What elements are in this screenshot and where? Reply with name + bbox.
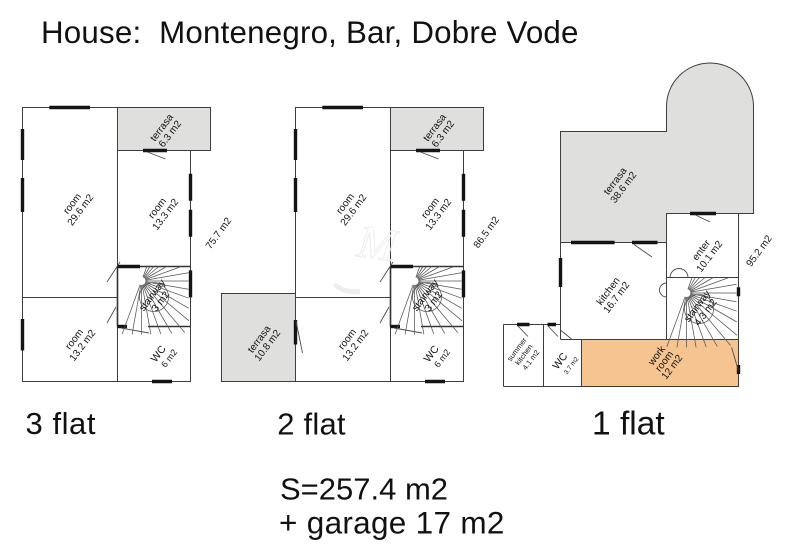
svg-text:1 flat: 1 flat [592,405,665,442]
svg-text:+ garage 17 m2: + garage 17 m2 [279,504,505,540]
svg-text:3 flat: 3 flat [26,406,97,441]
svg-text:2 flat: 2 flat [277,406,346,441]
svg-text:House: Montenegro, Bar, Dobre: House: Montenegro, Bar, Dobre Vode [41,15,579,50]
svg-text:S=257.4 m2: S=257.4 m2 [280,471,448,506]
